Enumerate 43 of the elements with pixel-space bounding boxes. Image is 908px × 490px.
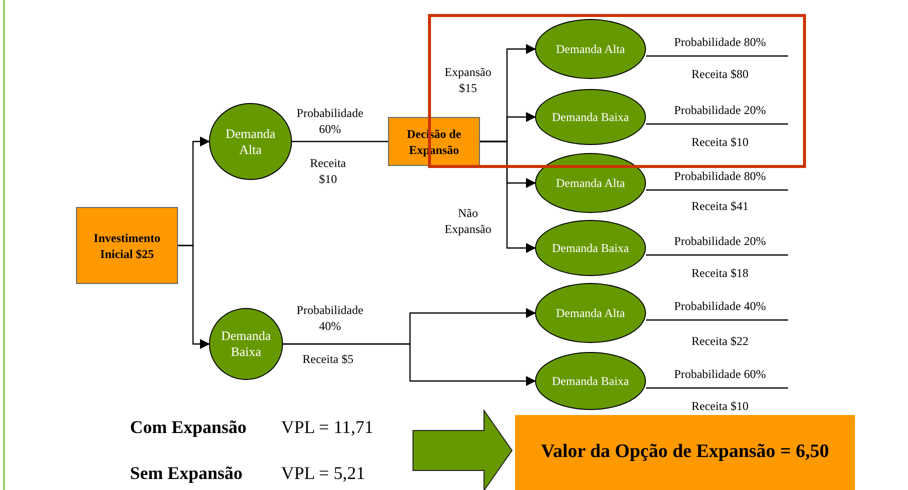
block-arrow bbox=[412, 408, 513, 490]
outcome-ellipse: Demanda Baixa bbox=[535, 352, 646, 410]
scenario-label: Sem Expansão bbox=[130, 462, 244, 484]
edge-label: Probabilidade 60% bbox=[296, 105, 364, 137]
branch-line bbox=[646, 189, 788, 191]
branch-label: Receita $10 bbox=[309, 155, 347, 187]
chance-circle: Demanda Alta bbox=[209, 103, 292, 180]
branch-label: Receita $5 bbox=[302, 351, 354, 367]
vpl-value: VPL = 5,21 bbox=[281, 462, 366, 484]
scenario-label: Com Expansão bbox=[130, 416, 248, 438]
edge-label: Probabilidade 60% bbox=[673, 366, 767, 382]
branch-line bbox=[646, 254, 788, 256]
outcome-ellipse: Demanda Alta bbox=[535, 283, 646, 343]
branch-line bbox=[646, 319, 788, 321]
branch-label: Receita $41 bbox=[690, 198, 750, 214]
outcome-ellipse: Demanda Baixa bbox=[535, 220, 646, 276]
edge-label: Probabilidade 40% bbox=[296, 302, 364, 334]
arrow bbox=[480, 140, 536, 253]
branch-line bbox=[646, 55, 788, 57]
branch-label: Expansão $15 bbox=[444, 64, 492, 96]
edge-label: Probabilidade 80% bbox=[673, 168, 767, 184]
edge-label: Probabilidade 80% bbox=[673, 34, 767, 50]
decision-box: Investimento Inicial $25 bbox=[76, 207, 178, 284]
vpl-value: VPL = 11,71 bbox=[281, 416, 374, 438]
chance-circle: Demanda Baixa bbox=[209, 308, 283, 380]
branch-label: Receita $22 bbox=[690, 333, 750, 349]
result-box: Valor da Opção de Expansão = 6,50 bbox=[515, 415, 855, 490]
branch-line bbox=[646, 123, 788, 125]
branch-label: Receita $18 bbox=[690, 265, 750, 281]
edge-label: Probabilidade 20% bbox=[673, 102, 767, 118]
edge-label: Probabilidade 40% bbox=[673, 298, 767, 314]
branch-label: Receita $10 bbox=[690, 134, 750, 150]
outcome-ellipse: Demanda Alta bbox=[535, 153, 646, 213]
outcome-ellipse: Demanda Baixa bbox=[535, 89, 646, 145]
branch-line bbox=[292, 140, 388, 142]
arrow bbox=[283, 343, 536, 386]
branch-label: Não Expansão bbox=[444, 205, 492, 237]
outcome-ellipse: Demanda Alta bbox=[535, 19, 646, 79]
branch-label: Receita $80 bbox=[690, 66, 750, 82]
edge-label: Probabilidade 20% bbox=[673, 233, 767, 249]
arrow bbox=[178, 244, 210, 349]
branch-label: Receita $10 bbox=[690, 398, 750, 414]
branch-line bbox=[646, 387, 788, 389]
